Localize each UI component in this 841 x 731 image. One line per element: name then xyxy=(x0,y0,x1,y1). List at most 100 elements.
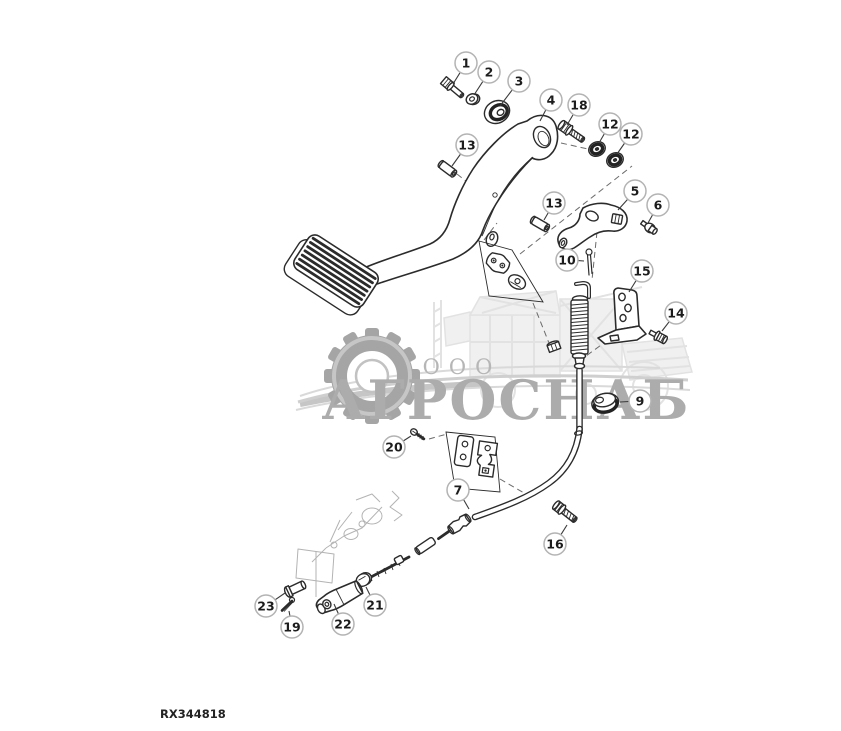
callout-balloon[interactable] xyxy=(446,478,470,502)
part-cable-7 xyxy=(350,366,584,589)
callout-balloon[interactable] xyxy=(455,133,479,157)
callout-13-8[interactable]: 13 xyxy=(542,191,566,221)
callout-number: 10 xyxy=(558,252,576,267)
callout-5-9[interactable]: 5 xyxy=(617,179,647,211)
part-screw-20 xyxy=(409,428,426,441)
callout-3-2[interactable]: 3 xyxy=(499,69,531,107)
part-pin-13-b xyxy=(529,215,551,233)
callout-14-13[interactable]: 14 xyxy=(661,301,688,332)
leader-line xyxy=(473,80,484,96)
leader-line xyxy=(616,142,626,155)
part-bolt-18 xyxy=(557,119,586,143)
callout-22-20[interactable]: 22 xyxy=(331,603,355,636)
callout-number: 23 xyxy=(257,598,274,613)
callout-balloon[interactable] xyxy=(382,435,406,459)
callout-6-10[interactable]: 6 xyxy=(646,193,670,224)
alignment-dashed-lines xyxy=(428,142,633,494)
leader-line xyxy=(598,133,605,144)
gear-icon xyxy=(324,328,420,424)
callout-number: 19 xyxy=(283,619,300,634)
part-bracket-15 xyxy=(597,287,647,345)
leader-line xyxy=(452,72,461,85)
part-bushing-3 xyxy=(483,99,511,125)
part-grommet-12-a xyxy=(588,141,606,157)
callout-balloon[interactable] xyxy=(619,122,643,146)
leader-line xyxy=(628,280,637,293)
callout-1-0[interactable]: 1 xyxy=(452,51,478,85)
callout-balloon[interactable] xyxy=(646,193,670,217)
part-pedal-arm-4 xyxy=(363,114,559,288)
callout-number: 20 xyxy=(385,439,403,454)
callout-balloon[interactable] xyxy=(539,88,563,112)
callout-12-5[interactable]: 12 xyxy=(598,112,622,144)
part-return-spring xyxy=(570,280,591,370)
callout-balloon[interactable] xyxy=(363,593,387,617)
leader-line xyxy=(499,89,513,107)
callout-4-3[interactable]: 4 xyxy=(539,88,563,122)
callout-2-1[interactable]: 2 xyxy=(473,60,501,96)
callout-12-6[interactable]: 12 xyxy=(616,122,643,155)
callout-16-17[interactable]: 16 xyxy=(543,524,568,556)
axle-reference-sketch xyxy=(295,490,403,597)
leader-line xyxy=(560,524,568,535)
callout-15-12[interactable]: 15 xyxy=(628,259,654,293)
part-clevis-22 xyxy=(315,579,364,615)
callout-balloon[interactable] xyxy=(555,248,579,272)
callout-balloon[interactable] xyxy=(567,93,591,117)
callout-balloon[interactable] xyxy=(254,594,278,618)
pedal-pad xyxy=(283,234,380,316)
callout-balloon[interactable] xyxy=(331,612,355,636)
leader-line xyxy=(463,499,470,510)
leader-line xyxy=(365,586,371,596)
callout-balloon[interactable] xyxy=(598,112,622,136)
drawing-code: RX344818 xyxy=(160,707,226,721)
callout-number: 7 xyxy=(454,482,463,497)
callout-13-7[interactable]: 13 xyxy=(451,133,479,167)
part-nut-unlabeled xyxy=(546,340,562,354)
callout-number: 13 xyxy=(545,195,562,210)
callout-number: 4 xyxy=(547,92,556,107)
callout-number: 3 xyxy=(515,73,524,88)
callout-23-18[interactable]: 23 xyxy=(254,592,286,618)
leader-line xyxy=(402,435,412,442)
watermark-company-name: АГРОСНАБ xyxy=(321,368,690,432)
callout-9-14[interactable]: 9 xyxy=(619,389,652,413)
part-grommet-12-b xyxy=(606,152,624,168)
callout-21-21[interactable]: 21 xyxy=(363,586,387,617)
leader-line xyxy=(647,214,654,224)
part-cotter-pin-10 xyxy=(585,248,593,276)
part-washer-2 xyxy=(465,93,481,106)
leader-line xyxy=(333,603,340,615)
callout-balloon[interactable] xyxy=(477,60,501,84)
callout-balloon[interactable] xyxy=(628,389,652,413)
callout-18-4[interactable]: 18 xyxy=(566,93,591,126)
callout-balloon[interactable] xyxy=(454,51,478,75)
leader-line xyxy=(543,212,549,221)
callout-balloon[interactable] xyxy=(543,532,567,556)
part-pin-13-a xyxy=(437,159,458,178)
callout-number: 6 xyxy=(654,197,663,212)
leader-line xyxy=(566,114,574,126)
callout-balloon[interactable] xyxy=(664,301,688,325)
watermark-org-form: ООО xyxy=(423,355,502,379)
callout-19-19[interactable]: 19 xyxy=(280,610,304,639)
callout-balloon[interactable] xyxy=(542,191,566,215)
callout-balloon[interactable] xyxy=(280,615,304,639)
callout-number: 9 xyxy=(636,393,645,408)
callout-number: 18 xyxy=(570,97,587,112)
callout-20-15[interactable]: 20 xyxy=(382,435,412,459)
callout-balloon[interactable] xyxy=(623,179,647,203)
callout-10-11[interactable]: 10 xyxy=(555,248,585,272)
callout-balloon[interactable] xyxy=(507,69,531,93)
callout-number: 14 xyxy=(667,305,685,320)
callout-7-16[interactable]: 7 xyxy=(446,478,470,510)
part-grommet-9 xyxy=(591,392,620,414)
callout-number: 15 xyxy=(633,263,650,278)
part-bolt-6 xyxy=(639,219,658,235)
part-pin-23 xyxy=(283,580,307,598)
leader-line xyxy=(539,109,547,122)
callout-balloon[interactable] xyxy=(630,259,654,283)
callout-number: 21 xyxy=(366,597,383,612)
